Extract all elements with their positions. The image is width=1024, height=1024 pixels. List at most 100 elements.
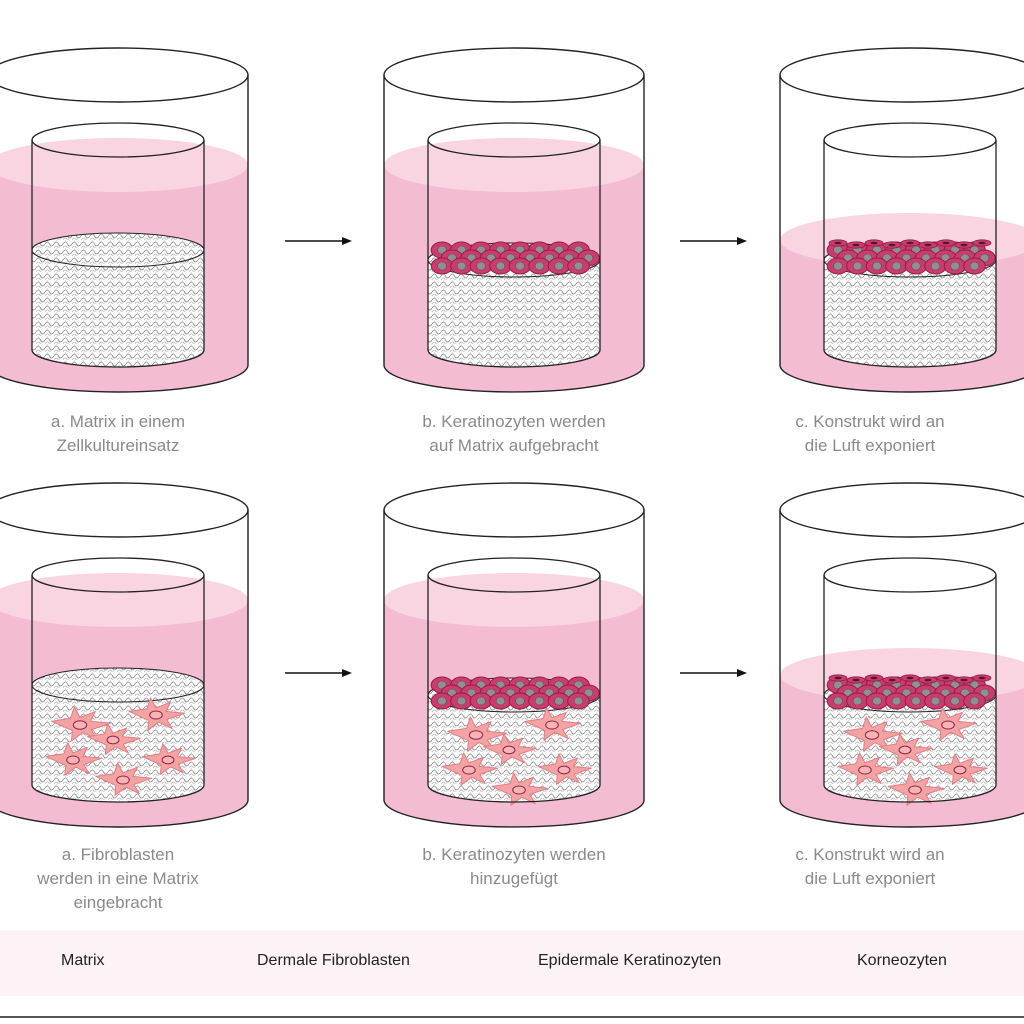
legend: Matrix Dermale Fibroblasten Epidermale K… <box>0 930 1024 996</box>
keratinocyte-cell <box>547 692 571 710</box>
keratinocyte-cell <box>885 692 908 710</box>
fibroblast-cell <box>837 752 895 786</box>
keratinocyte-cell <box>943 692 967 710</box>
keratinocyte-cell <box>865 257 889 275</box>
corneocyte-cell <box>882 676 902 684</box>
keratinocyte-cell <box>865 692 889 710</box>
corneocyte-cell <box>972 674 992 682</box>
keratinocyte-cell <box>885 257 908 275</box>
fibroblast-cell <box>934 753 988 785</box>
keratinocyte-cell <box>924 692 947 710</box>
fibroblast-cell <box>887 772 945 806</box>
caption-line: c. Konstrukt wird an <box>795 412 945 431</box>
keratinocyte-cell <box>450 257 473 275</box>
legend-label-corneocytes: Korneozyten <box>857 952 947 969</box>
culture-well-r2-s1 <box>0 482 249 828</box>
caption-line: die Luft exponiert <box>804 436 936 455</box>
keratinocyte-cell <box>943 257 967 275</box>
caption-line: die Luft exponiert <box>804 869 936 888</box>
culture-well-r1-s1 <box>0 47 249 393</box>
insert-rim <box>823 122 997 158</box>
well-rim <box>383 482 645 538</box>
matrix-top <box>31 667 205 703</box>
caption-line: auf Matrix aufgebracht <box>429 436 599 455</box>
step-arrow <box>680 237 747 245</box>
fibroblast-cell <box>843 716 903 752</box>
caption-r2-s2: b. Keratinozyten werden hinzugefügt <box>364 843 664 891</box>
caption-line: c. Konstrukt wird an <box>795 845 945 864</box>
keratinocyte-layer <box>826 674 996 710</box>
corneocyte-cell <box>864 239 884 247</box>
legend-label-matrix: Matrix <box>61 952 105 969</box>
step-arrow <box>680 669 747 677</box>
well-rim <box>779 482 1024 538</box>
well-rim <box>383 47 645 103</box>
corneocyte-cell <box>864 674 884 682</box>
keratinocyte-cell <box>547 257 571 275</box>
keratinocyte-cell <box>430 692 454 710</box>
legend-label-keratinocytes: Epidermale Keratinozyten <box>538 952 722 969</box>
keratinocyte-layer <box>430 676 600 710</box>
well-rim <box>0 47 249 103</box>
corneocyte-cell <box>846 241 866 249</box>
corneocyte-cell <box>936 674 956 682</box>
matrix-top <box>31 232 205 268</box>
keratinocyte-layer <box>430 241 600 275</box>
keratinocyte-cell <box>963 257 986 275</box>
corneocyte-cell <box>846 676 866 684</box>
keratinocyte-cell <box>567 692 590 710</box>
caption-line: b. Keratinozyten werden <box>422 412 606 431</box>
keratinocyte-cell <box>904 692 928 710</box>
corneocyte-cell <box>936 239 956 247</box>
caption-line: eingebracht <box>73 893 163 912</box>
caption-line: a. Fibroblasten <box>61 845 175 864</box>
fibroblast-cell <box>483 733 537 765</box>
keratinocyte-cell <box>469 257 493 275</box>
keratinocyte-cell <box>489 692 512 710</box>
keratinocyte-cell <box>846 257 869 275</box>
fibroblast-cell <box>538 753 592 785</box>
legend-label-fibroblasts: Dermale Fibroblasten <box>257 952 410 969</box>
medium-surface <box>384 138 644 192</box>
caption-r2-s3: c. Konstrukt wird an die Luft exponiert <box>720 843 1020 891</box>
corneocyte-cell <box>918 241 938 249</box>
caption-r1-s3: c. Konstrukt wird an die Luft exponiert <box>720 410 1020 458</box>
corneocyte-cell <box>954 676 974 684</box>
well-rim <box>779 47 1024 103</box>
keratinocyte-layer <box>826 239 996 275</box>
keratinocyte-cell <box>904 257 928 275</box>
medium-surface <box>0 138 248 192</box>
keratinocyte-cell <box>469 692 493 710</box>
fibroblast-cell <box>45 742 103 776</box>
matrix-body <box>32 250 204 367</box>
insert-rim <box>823 557 997 593</box>
medium-surface <box>384 573 644 627</box>
fibroblast-cell <box>920 707 978 741</box>
corneocyte-cell <box>954 241 974 249</box>
keratinocyte-cell <box>528 692 551 710</box>
caption-line: hinzugefügt <box>470 869 558 888</box>
keratinocyte-cell <box>508 257 532 275</box>
culture-well-r1-s3 <box>779 47 1024 393</box>
keratinocyte-cell <box>826 692 850 710</box>
frame-border <box>0 1016 1024 1018</box>
corneocyte-cell <box>828 239 848 247</box>
keratinocyte-cell <box>508 692 532 710</box>
fibroblast-cell <box>491 772 549 806</box>
step-arrow <box>285 237 352 245</box>
medium-surface <box>0 573 248 627</box>
caption-line: werden in eine Matrix <box>37 869 199 888</box>
keratinocyte-cell <box>528 257 551 275</box>
keratinocyte-cell <box>450 692 473 710</box>
fibroblast-cell <box>524 707 582 741</box>
caption-line: b. Keratinozyten werden <box>422 845 606 864</box>
corneocyte-cell <box>918 676 938 684</box>
keratinocyte-cell <box>489 257 512 275</box>
fibroblast-cell <box>879 733 933 765</box>
matrix-body <box>428 260 600 367</box>
fibroblast-cell <box>142 743 196 775</box>
caption-r2-s1: a. Fibroblasten werden in eine Matrix eing… <box>0 843 268 915</box>
